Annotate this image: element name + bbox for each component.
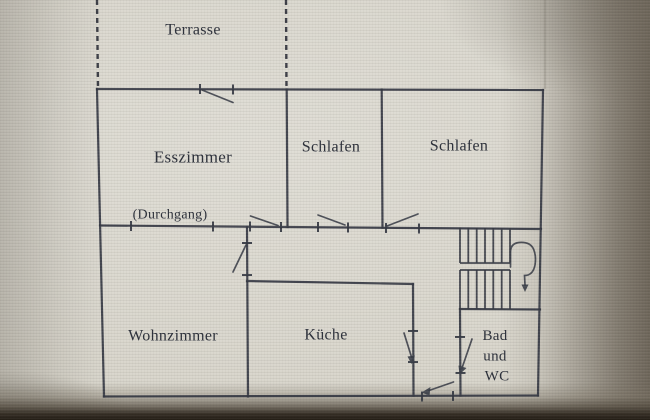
terrace-door <box>199 84 234 104</box>
room-label-esszimmer: Esszimmer <box>154 148 232 167</box>
stairs-direction-arrow <box>509 241 537 292</box>
room-label-wohnzimmer: Wohnzimmer <box>128 328 218 345</box>
kueche-door <box>403 330 418 364</box>
entrance-door <box>421 381 455 402</box>
bad-door <box>455 336 473 375</box>
wall-esszimmer-schlafen <box>285 88 289 229</box>
stairs <box>459 227 537 309</box>
schlafen-left-door <box>317 214 349 233</box>
wall-kueche-right <box>411 282 415 397</box>
doors <box>130 84 473 402</box>
room-label-terrasse: Terrasse <box>165 22 220 39</box>
terrace-dashed-boundary-right <box>284 0 288 90</box>
room-labels: Esszimmer Schlafen Schlafen (Durchgang) … <box>128 138 509 385</box>
wall-wohnzimmer-kueche <box>245 225 250 398</box>
room-label-schlafen-right: Schlafen <box>430 138 488 155</box>
terrace-dashed-boundary-left <box>95 0 100 90</box>
wall-left <box>95 87 106 398</box>
wohnzimmer-door <box>232 242 252 276</box>
room-label-bad-line2: und <box>483 349 507 365</box>
room-label-bad-line3: WC <box>485 369 510 385</box>
wall-schlafen-schlafen <box>380 88 384 229</box>
annotation-durchgang: (Durchgang) <box>133 208 208 223</box>
terrace-area: Terrasse <box>95 0 546 90</box>
wall-right <box>536 88 545 397</box>
wall-bad-left <box>458 307 462 397</box>
room-label-schlafen-left: Schlafen <box>302 139 360 156</box>
esszimmer-door <box>249 215 282 232</box>
wall-bottom <box>102 394 540 398</box>
outer-walls <box>95 87 545 398</box>
wall-top <box>95 87 545 92</box>
wall-hallway <box>98 224 543 231</box>
wall-kueche-top <box>245 279 415 286</box>
schlafen-right-door <box>385 213 420 234</box>
room-label-bad-line1: Bad <box>482 328 507 344</box>
inner-walls <box>98 88 543 398</box>
wall-bad-top <box>458 307 542 311</box>
durchgang-opening <box>130 221 214 232</box>
room-label-kueche: Küche <box>304 327 347 344</box>
